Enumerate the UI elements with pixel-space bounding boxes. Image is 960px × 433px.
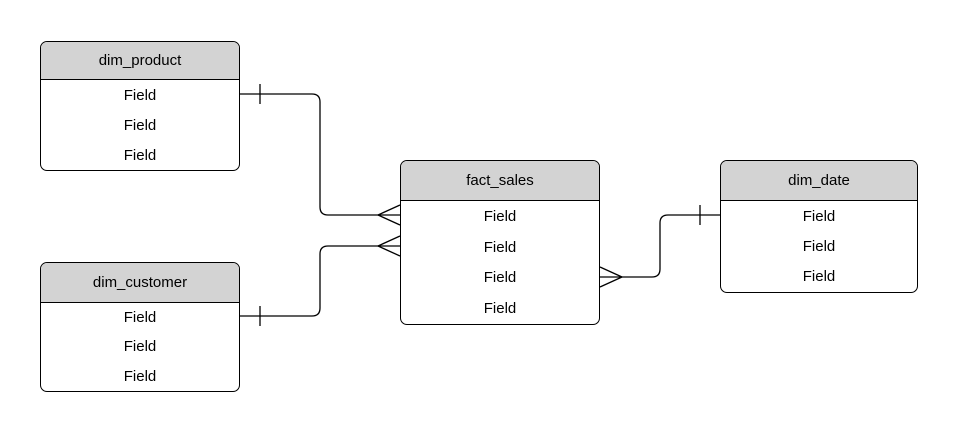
crows-foot-icon bbox=[377, 204, 401, 226]
entity-title-dim-customer: dim_customer bbox=[41, 263, 239, 303]
relationship-fact-sales-dim-date bbox=[599, 205, 720, 288]
entity-title-fact-sales: fact_sales bbox=[401, 161, 599, 201]
entity-field: Field bbox=[802, 207, 836, 225]
entity-title-dim-product: dim_product bbox=[41, 42, 239, 80]
entity-body: Field Field Field Field bbox=[401, 201, 599, 324]
entity-field: Field bbox=[123, 86, 157, 104]
entity-field: Field bbox=[483, 300, 517, 318]
entity-field: Field bbox=[123, 367, 157, 385]
entity-title-dim-date: dim_date bbox=[721, 161, 917, 201]
relationship-line bbox=[600, 214, 720, 278]
entity-fact-sales: fact_sales Field Field Field Field bbox=[400, 160, 600, 325]
crows-foot-icon bbox=[599, 266, 623, 288]
entity-field: Field bbox=[483, 238, 517, 256]
entity-body: Field Field Field bbox=[721, 201, 917, 292]
entity-field: Field bbox=[483, 207, 517, 225]
entity-dim-customer: dim_customer Field Field Field bbox=[40, 262, 240, 392]
crows-foot-icon bbox=[377, 235, 401, 257]
relationship-line bbox=[240, 245, 400, 317]
entity-body: Field Field Field bbox=[41, 80, 239, 170]
entity-dim-product: dim_product Field Field Field bbox=[40, 41, 240, 171]
entity-field: Field bbox=[123, 146, 157, 164]
entity-field: Field bbox=[123, 116, 157, 134]
entity-dim-date: dim_date Field Field Field bbox=[720, 160, 918, 293]
relationship-dim-product-fact-sales bbox=[240, 84, 401, 226]
relationship-line bbox=[240, 93, 400, 216]
entity-body: Field Field Field bbox=[41, 303, 239, 391]
entity-field: Field bbox=[802, 237, 836, 255]
relationship-dim-customer-fact-sales bbox=[240, 235, 401, 326]
entity-field: Field bbox=[123, 338, 157, 356]
entity-field: Field bbox=[123, 309, 157, 327]
entity-field: Field bbox=[802, 268, 836, 286]
entity-field: Field bbox=[483, 269, 517, 287]
